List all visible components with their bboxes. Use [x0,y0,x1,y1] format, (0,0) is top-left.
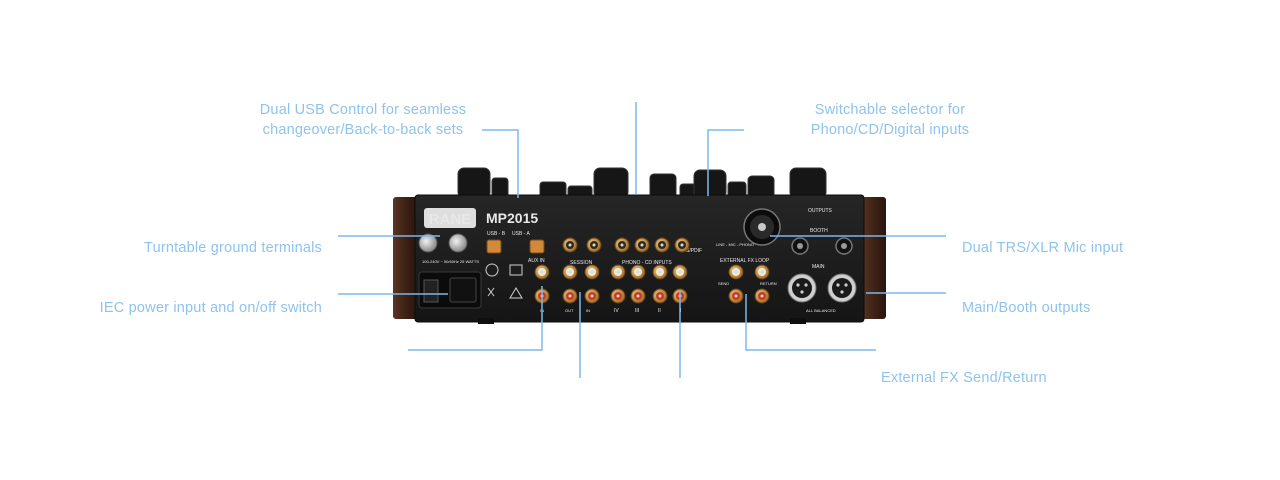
rane-logo [424,208,476,228]
right-rca-jack-4 [610,288,626,304]
left-rca-jack-8 [728,264,744,280]
main-label: MAIN [812,264,825,270]
booth-label: BOOTH [810,228,828,234]
usb-b-port [486,239,502,254]
callout-fx: External FX Send/Return [881,370,1047,386]
callout-selector: Switchable selector for Phono/CD/Digital… [785,100,995,140]
phono-cd-inputs-label: PHONO - CD INPUTS [622,260,672,266]
top-rca-jack-5 [654,237,670,253]
outputs-label: OUTPUTS [808,208,833,214]
left-rca-jack-6 [652,264,668,280]
certification-marks [485,263,523,299]
session-in-label: IN [586,308,590,313]
usb-a-label: USB - A [512,231,530,237]
top-rca-jack-4 [634,237,650,253]
callout-outputs: Main/Booth outputs [962,300,1091,316]
callout-usb-line2: changeover/Back-to-back sets [262,122,464,138]
session-out-label: OUT [565,308,574,313]
callout-iec: IEC power input and on/off switch [99,300,322,316]
right-rca-jack-5 [630,288,646,304]
right-rca-jack-3 [584,288,600,304]
callout-ground: Turntable ground terminals [144,240,322,256]
aux-in-label: AUX IN [528,258,545,264]
top-rca-jack-1 [562,237,578,253]
spdif-label: S/PDIF [686,248,702,254]
ch3-label: III [635,308,639,314]
send-label: SEND [718,281,729,286]
left-wood-panel [393,197,417,319]
ch2-label: II [658,308,661,314]
right-wood-panel [862,197,886,319]
external-fx-loop-label: EXTERNAL FX LOOP [720,258,770,264]
session-label: SESSION [570,260,593,266]
main-xlr-outputs [787,273,857,303]
left-rca-jack-2 [562,264,578,280]
right-rca-jack-8 [728,288,744,304]
all-balanced-label: ALL BALANCED [806,308,836,313]
power-rating-text: 100-240V ~ 50/60Hz 25 WATTS [422,259,479,264]
combo-mic-input [743,208,781,246]
right-rca-jack-2 [562,288,578,304]
left-rca-jack-3 [584,264,600,280]
line-mic-label: LINE - MIC - PHONO [716,242,754,247]
top-rca-jack-2 [586,237,602,253]
return-label: RETURN [760,281,777,286]
usb-b-label: USB - B [487,231,506,237]
right-rca-jack-6 [652,288,668,304]
left-rca-jack-1 [534,264,550,280]
callout-usb: Dual USB Control for seamless changeover… [248,100,478,140]
model-text: MP2015 [486,210,538,226]
left-rca-jack-5 [630,264,646,280]
ch4-label: IV [614,308,619,314]
right-rca-jack-9 [754,288,770,304]
top-knobs [457,167,827,199]
power-switch [423,279,439,303]
callout-usb-line1: Dual USB Control for seamless [259,102,467,118]
callout-lines [338,102,946,378]
callout-mic: Dual TRS/XLR Mic input [962,240,1124,256]
top-rca-jack-6 [674,237,690,253]
left-rca-jack-9 [754,264,770,280]
brand-text: RANE [429,211,472,228]
callout-selector-line2: Phono/CD/Digital inputs [810,122,970,138]
left-rca-jack-4 [610,264,626,280]
ground-terminals [418,233,468,253]
top-rca-jack-3 [614,237,630,253]
rca-jacks [534,237,770,304]
usb-a-port [529,239,545,254]
booth-outputs [791,237,853,255]
left-rca-jack-7 [672,264,688,280]
callout-selector-line1: Switchable selector for [814,102,966,118]
